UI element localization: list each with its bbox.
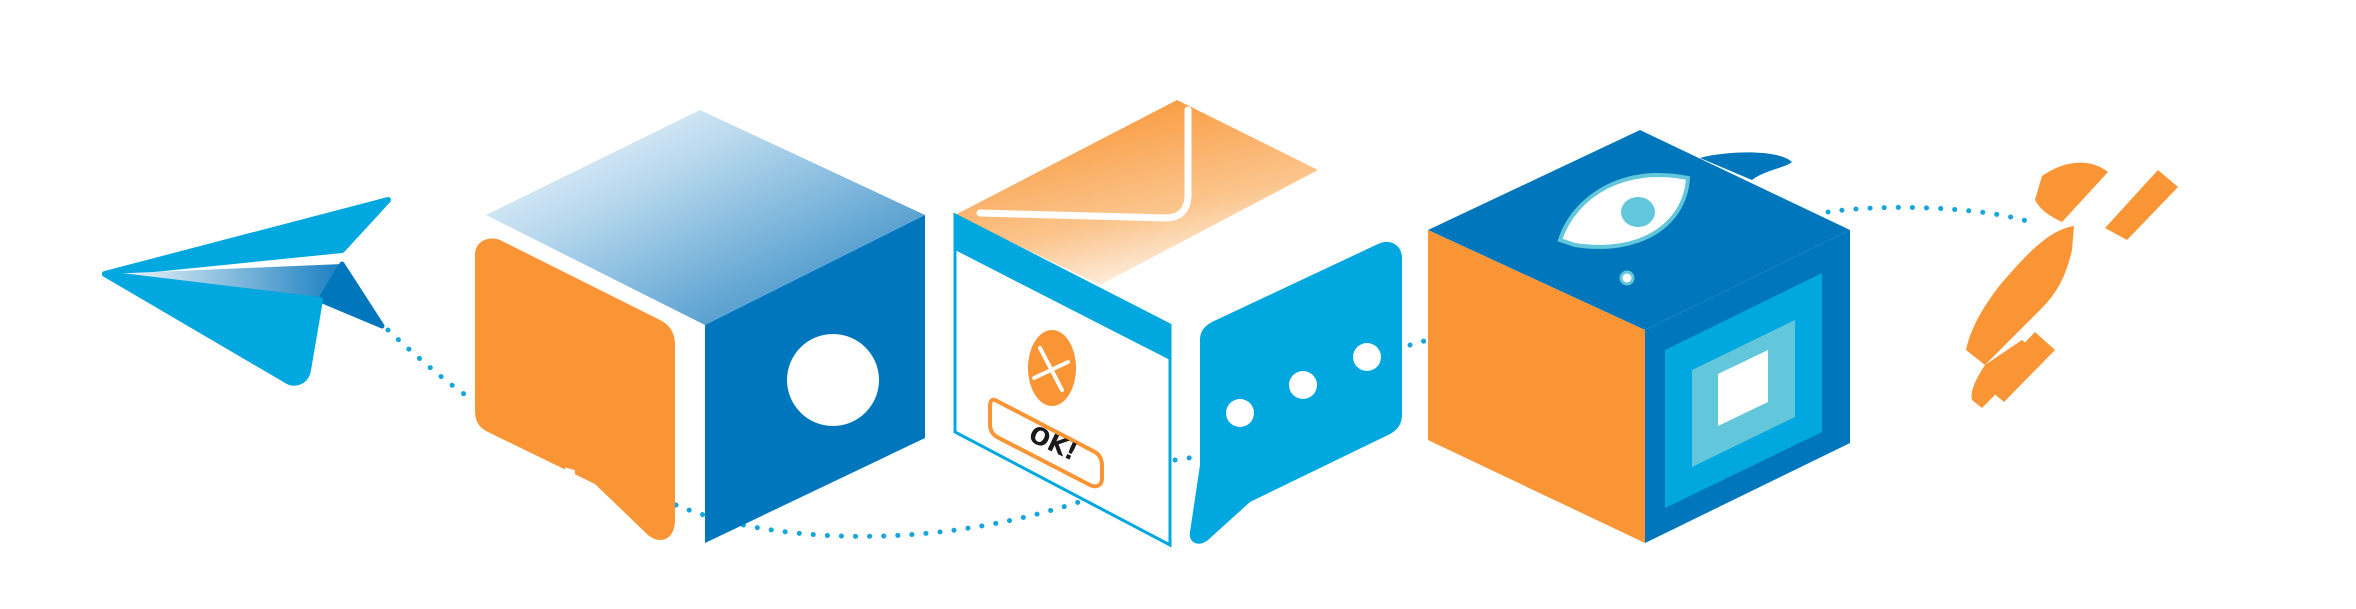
eye-icon: [1557, 172, 1691, 249]
info-speech-bubble-icon: [475, 238, 675, 571]
envelope-icon: [955, 100, 1318, 285]
ok-button[interactable]: OK!: [988, 397, 1104, 489]
eye-cube-icon: [1428, 130, 1850, 543]
typing-dot-1: [1226, 399, 1254, 427]
close-x-icon: [1028, 330, 1076, 406]
info-i-icon: [561, 467, 577, 571]
eye-drop: [1619, 270, 1635, 286]
paper-plane-icon: [102, 197, 391, 386]
error-dialog-window-icon: OK!: [953, 212, 1172, 548]
cube-circle-marker: [787, 334, 879, 426]
eye-lid-tail: [1700, 152, 1792, 180]
isometric-cube-icon: [486, 110, 925, 543]
screen-panel-icon: [1665, 273, 1822, 508]
telephone-handset-icon: [1966, 162, 2178, 408]
typing-dot-2: [1289, 371, 1317, 399]
chat-bubble-typing-icon: [1189, 241, 1402, 544]
typing-dot-3: [1353, 343, 1381, 371]
